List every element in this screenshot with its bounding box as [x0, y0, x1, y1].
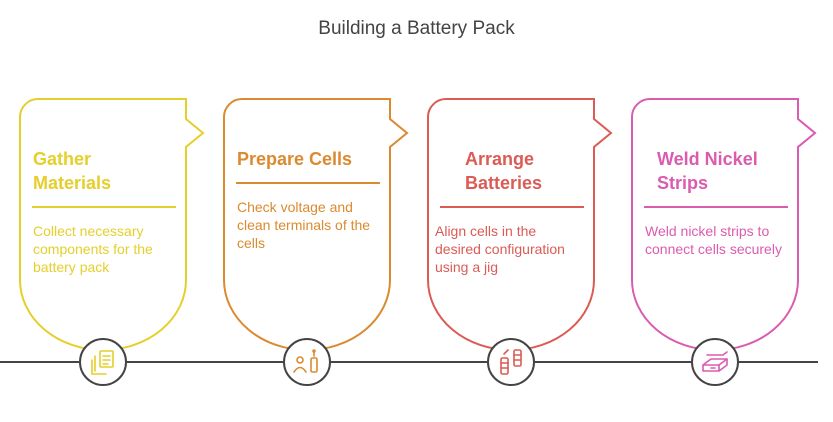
arrange-batteries-icon [500, 349, 522, 375]
step-title-gather-materials: Gather Materials [33, 149, 112, 193]
step-title-prepare-cells: Prepare Cells [237, 149, 353, 169]
step-shape [223, 98, 409, 351]
step-description-arrange-batteries: Align cells in the desired configuration… [435, 223, 565, 275]
step-icon-circle [283, 338, 331, 386]
step-card-gather-materials [19, 98, 205, 386]
step-icon-circle [691, 338, 739, 386]
nickel-strips-icon [702, 351, 728, 372]
step-card-prepare-cells [223, 98, 409, 386]
materials-icon [91, 350, 114, 375]
step-title-arrange-batteries: Arrange Batteries [465, 149, 543, 193]
inspect-cells-icon [293, 349, 318, 373]
step-description-prepare-cells: Check voltage and clean terminals of the… [237, 199, 371, 251]
step-card-weld-nickel-strips [631, 98, 817, 386]
step-shape [19, 98, 205, 351]
step-description-weld-nickel-strips: Weld nickel strips to connect cells secu… [645, 223, 782, 257]
step-card-arrange-batteries [427, 98, 613, 386]
step-icon-circle [79, 338, 127, 386]
step-icon-circle [487, 338, 535, 386]
step-shape [427, 98, 613, 351]
page-title: Building a Battery Pack [318, 18, 515, 39]
step-description-gather-materials: Collect necessary components for the bat… [33, 223, 153, 275]
step-title-weld-nickel-strips: Weld Nickel Strips [657, 149, 758, 193]
step-shape [631, 98, 817, 351]
